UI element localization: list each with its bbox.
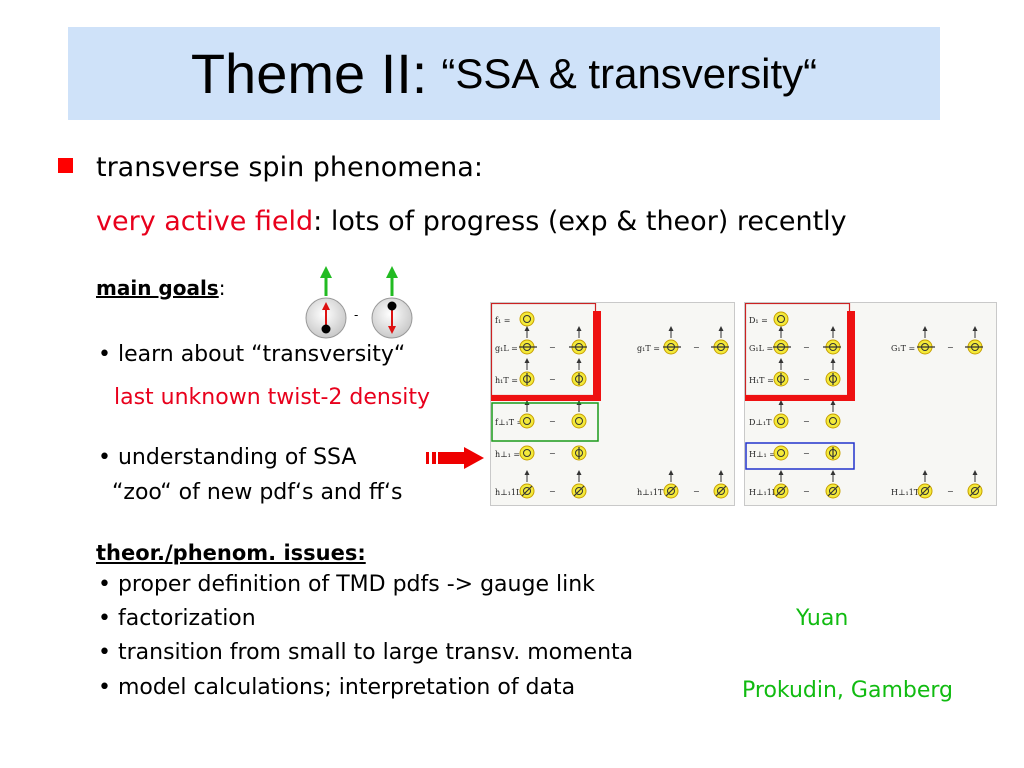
nucleon-symbol <box>773 470 789 499</box>
minus-sign: − <box>803 417 810 426</box>
nucleon-symbol <box>773 326 791 355</box>
goal-transversity: • learn about “transversity“ <box>98 342 406 367</box>
distribution-label: f⊥₁T = <box>495 418 523 427</box>
bullet-heading: transverse spin phenomena: <box>96 152 483 183</box>
spin-down-quark-icon <box>371 266 413 339</box>
nucleon-symbol <box>825 445 841 461</box>
distribution-label: G₁T = <box>891 344 915 353</box>
minus-sign: − <box>549 487 556 496</box>
nucleon-symbol <box>825 400 841 429</box>
goal-transversity-note: last unknown twist-2 density <box>114 385 431 410</box>
nucleon-symbol <box>825 358 841 387</box>
minus-sign: − <box>947 343 954 352</box>
minus-sign: − <box>803 487 810 496</box>
minus-sign: − <box>549 417 556 426</box>
minus-sign: − <box>803 449 810 458</box>
spin-diagram: - <box>305 266 413 339</box>
nucleon-symbol <box>825 470 841 499</box>
active-field-text: very active field <box>96 206 314 237</box>
distribution-label: f₁ = <box>495 316 510 325</box>
distribution-label: H₁T = <box>749 376 774 385</box>
minus-sign: − <box>947 487 954 496</box>
bullet-square-icon <box>58 158 73 173</box>
author-yuan: Yuan <box>796 606 849 631</box>
issues-heading: theor./phenom. issues: <box>96 541 366 565</box>
leading-twist-red-bar <box>745 395 855 401</box>
distribution-label: D₁ = <box>749 316 768 325</box>
collins-blue-frame <box>745 442 855 470</box>
page-subtitle: “SSA & transversity“ <box>441 49 818 97</box>
nucleon-symbol <box>773 311 789 327</box>
nucleon-symbol <box>519 445 535 461</box>
goal-ssa-note: “zoo“ of new pdf‘s and ff‘s <box>112 480 403 505</box>
nucleon-symbol <box>571 400 587 429</box>
minus-sign: − <box>693 343 700 352</box>
issues-label: theor./phenom. issues: <box>96 541 366 565</box>
issue-item: • transition from small to large transv.… <box>98 640 634 665</box>
nucleon-symbol <box>711 326 729 355</box>
nucleon-symbol <box>773 400 789 429</box>
leading-twist-red-bar <box>847 311 855 401</box>
nucleon-symbol <box>965 326 983 355</box>
spin-minus-sign: - <box>354 308 358 322</box>
ff-table-panel: D₁ = G₁L = − G₁T = − H₁T = − D⊥₁T = − H⊥₁ = − H⊥₁1L… <box>744 302 997 506</box>
nucleon-symbol <box>569 326 587 355</box>
nucleon-symbol <box>773 445 789 461</box>
nucleon-symbol <box>519 311 535 327</box>
nucleon-symbol <box>917 326 935 355</box>
nucleon-symbol <box>823 326 841 355</box>
nucleon-symbol <box>713 470 729 499</box>
nucleon-symbol <box>663 326 681 355</box>
nucleon-symbol <box>773 358 789 387</box>
red-arrow-icon <box>426 447 484 469</box>
distribution-label: h₁T = <box>495 376 518 385</box>
sivers-green-frame <box>491 402 599 442</box>
minus-sign: − <box>803 343 810 352</box>
nucleon-symbol <box>571 470 587 499</box>
nucleon-symbol <box>571 358 587 387</box>
distribution-label: H⊥₁1L = <box>749 488 786 497</box>
distribution-label: h⊥₁1L = <box>495 488 531 497</box>
nucleon-symbol <box>663 470 679 499</box>
pdf-table-diagram: f₁ = g₁L = − g₁T = − h₁T = − f⊥₁T = − h⊥₁ = − h⊥₁1L… <box>490 302 729 499</box>
nucleon-symbol <box>917 470 933 499</box>
nucleon-symbol <box>519 470 535 499</box>
page-title: Theme II: <box>190 42 428 105</box>
progress-line: very active field: lots of progress (exp… <box>96 206 847 237</box>
distribution-label: h⊥₁ = <box>495 450 520 459</box>
nucleon-symbol <box>967 470 983 499</box>
minus-sign: − <box>803 375 810 384</box>
goals-label: main goals <box>96 276 219 300</box>
progress-text: : lots of progress (exp & theor) recentl… <box>313 206 847 237</box>
minus-sign: − <box>549 449 556 458</box>
distribution-label: H⊥₁ = <box>749 450 776 459</box>
pdf-table-panel: f₁ = g₁L = − g₁T = − h₁T = − f⊥₁T = − h⊥₁ = − h⊥₁1L… <box>490 302 735 506</box>
goals-colon: : <box>218 276 226 300</box>
minus-sign: − <box>549 375 556 384</box>
nucleon-symbol <box>519 358 535 387</box>
issue-item: • proper definition of TMD pdfs -> gauge… <box>98 572 595 597</box>
issue-item: • factorization <box>98 606 256 631</box>
minus-sign: − <box>693 487 700 496</box>
leading-twist-red-bar <box>491 395 601 401</box>
distribution-label: G₁L = <box>749 344 773 353</box>
ff-table-diagram: D₁ = G₁L = − G₁T = − H₁T = − D⊥₁T = − H⊥₁ = − H⊥₁1L… <box>744 302 983 499</box>
nucleon-symbol <box>571 445 587 461</box>
minus-sign: − <box>549 343 556 352</box>
distribution-label: h⊥₁1T = <box>637 488 673 497</box>
author-prokudin-gamberg: Prokudin, Gamberg <box>742 678 953 703</box>
nucleon-symbol <box>519 400 535 429</box>
nucleon-symbol <box>519 326 537 355</box>
distribution-label: H⊥₁1T = <box>891 488 928 497</box>
spin-up-quark-icon <box>305 266 347 339</box>
goals-heading: main goals: <box>96 276 225 300</box>
title-bar: Theme II: “SSA & transversity“ <box>68 27 940 120</box>
distribution-label: g₁L = <box>495 344 518 353</box>
leading-twist-red-bar <box>593 311 601 401</box>
distribution-label: D⊥₁T = <box>749 418 781 427</box>
distribution-label: g₁T = <box>637 344 660 353</box>
issue-item: • model calculations; interpretation of … <box>98 675 576 700</box>
goal-ssa: • understanding of SSA <box>98 445 357 470</box>
